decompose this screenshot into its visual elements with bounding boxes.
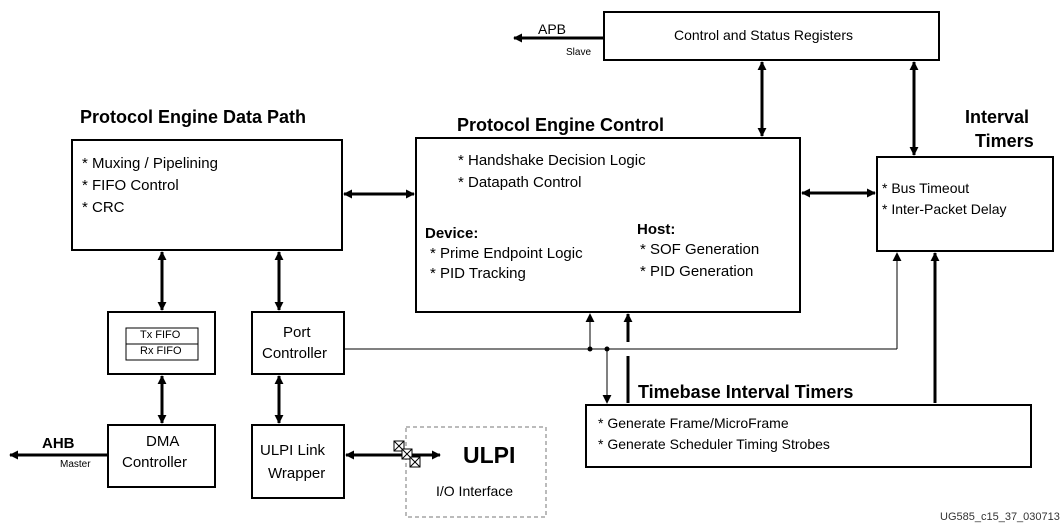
- csr-label: Control and Status Registers: [674, 27, 853, 43]
- datapath-title: Protocol Engine Data Path: [80, 107, 307, 127]
- ulpi-sub-label: I/O Interface: [436, 483, 514, 499]
- device-title: Device:: [425, 225, 479, 242]
- port-label-line1: Port: [283, 324, 311, 341]
- ulpi-title: ULPI: [463, 442, 516, 468]
- control-title: Protocol Engine Control: [457, 115, 664, 135]
- host-title: Host:: [637, 221, 676, 238]
- apb-label: APB: [538, 21, 567, 37]
- control-item-1: * Handshake Decision Logic: [458, 152, 646, 169]
- timebase-item-2: * Generate Scheduler Timing Strobes: [598, 436, 830, 452]
- datapath-item-3: * CRC: [82, 199, 125, 216]
- host-item-2: * PID Generation: [640, 263, 754, 280]
- interval-title-line1: Interval: [965, 107, 1030, 127]
- datapath-box: [71, 139, 343, 251]
- dma-box: [107, 424, 216, 488]
- dma-label-line2: Controller: [122, 454, 188, 471]
- port-label-line2: Controller: [262, 345, 328, 362]
- control-item-2: * Datapath Control: [458, 174, 582, 191]
- datapath-item-2: * FIFO Control: [82, 177, 179, 194]
- ahb-label: AHB: [42, 435, 75, 452]
- tx-fifo-label: Tx FIFO: [140, 329, 181, 341]
- interval-item-2: * Inter-Packet Delay: [882, 201, 1007, 217]
- host-item-1: * SOF Generation: [640, 241, 760, 258]
- interval-box: [876, 156, 1054, 252]
- timebase-title: Timebase Interval Timers: [638, 382, 854, 402]
- interval-item-1: * Bus Timeout: [882, 180, 970, 196]
- csr-box: [603, 11, 940, 61]
- timebase-item-1: * Generate Frame/MicroFrame: [598, 415, 789, 431]
- interval-title-line2: Timers: [975, 131, 1034, 151]
- rx-fifo-label: Rx FIFO: [140, 345, 182, 357]
- figure-id: UG585_c15_37_030713: [940, 511, 1060, 523]
- device-item-2: * PID Tracking: [430, 265, 526, 282]
- control-box: [415, 137, 801, 313]
- apb-sub-label: Slave: [566, 47, 592, 58]
- dma-label-line1: DMA: [146, 433, 180, 450]
- ulpi-wrapper-line1: ULPI Link: [260, 442, 326, 459]
- ulpi-buffer-symbol: [393, 440, 421, 468]
- timebase-box: [585, 404, 1032, 468]
- ulpi-wrapper-line2: Wrapper: [268, 465, 326, 482]
- rx-fifo-cell: [125, 343, 199, 361]
- port-controller-box: [251, 311, 345, 375]
- ulpi-box: [405, 426, 547, 518]
- ahb-sub-label: Master: [60, 459, 91, 470]
- ulpi-wrapper-box: [251, 424, 345, 499]
- device-item-1: * Prime Endpoint Logic: [430, 245, 583, 262]
- datapath-item-1: * Muxing / Pipelining: [82, 155, 218, 172]
